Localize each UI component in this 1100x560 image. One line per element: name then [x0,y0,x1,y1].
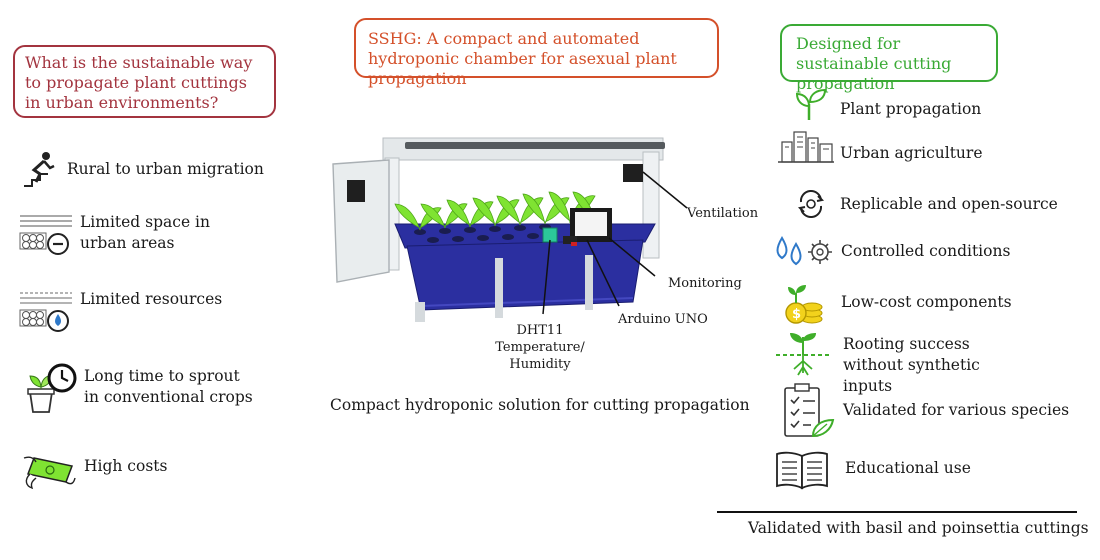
fan-right [623,164,643,182]
hydroponic-chamber-illustration [332,137,688,322]
checklist-icon [784,383,835,438]
city-icon [778,131,834,163]
label-monitoring: Monitoring [668,276,742,291]
dht11-sensor [542,227,558,243]
benefit-open-source: Replicable and open-source [840,195,1058,213]
tank-leg-far [585,255,593,310]
challenge-resources: Limited resources [80,290,223,308]
drops-gear-icon [776,236,832,266]
title-text: SSHG: A compact and automated hydroponic… [368,29,677,88]
label-dht11-line2: Temperature/ Humidity [495,340,585,372]
label-dht11: DHT11 Temperature/ Humidity [470,322,610,373]
challenge-migration: Rural to urban migration [67,160,264,178]
challenge-costs: High costs [84,457,168,475]
monitoring-screen [575,212,607,236]
limited-space-icon [19,215,72,255]
money-wings-icon [23,456,76,490]
coins-plant-icon: $ [785,285,823,324]
roots-icon [776,333,830,376]
challenge-sprout-label: Long time to sprout in conventional crop… [84,367,253,406]
light-bar [405,142,665,149]
challenge-space-label: Limited space in urban areas [80,213,210,252]
challenge-space: Limited space in urban areas [80,212,250,254]
designed-text: Designed for sustainable cutting propaga… [796,34,952,93]
net-cups [414,224,551,243]
title-box: SSHG: A compact and automated hydroponic… [354,18,719,88]
tank-leg-left [415,302,425,322]
benefit-urban: Urban agriculture [840,144,983,162]
sprout-clock-icon [27,363,77,413]
label-dht11-line1: DHT11 [516,323,564,338]
tank-leg-right [495,258,503,318]
label-arduino: Arduino UNO [618,312,708,327]
recycle-gear-icon [797,190,825,218]
fan-left [347,180,365,202]
footer-divider [717,511,1077,513]
challenge-sprout: Long time to sprout in conventional crop… [84,366,259,408]
benefit-low-cost: Low-cost components [841,293,1012,311]
benefit-educational: Educational use [845,459,971,477]
limited-resources-icon [19,292,72,332]
svg-text:$: $ [792,307,801,322]
device-caption: Compact hydroponic solution for cutting … [330,396,750,414]
question-text: What is the sustainable way to propagate… [25,53,253,112]
chamber-door [332,159,390,283]
benefit-rooting-label: Rooting success without synthetic inputs [843,335,980,395]
benefit-controlled: Controlled conditions [841,242,1011,260]
plant-cuttings [394,191,596,231]
benefit-validated: Validated for various species [843,401,1070,419]
person-climbing-icon [24,152,55,187]
designed-box: Designed for sustainable cutting propaga… [780,24,998,93]
benefit-propagation: Plant propagation [840,100,982,118]
footer-text: Validated with basil and poinsettia cutt… [748,519,1089,537]
benefit-rooting: Rooting success without synthetic inputs [843,334,1033,397]
plant-icon [795,88,827,120]
book-icon [776,451,828,490]
question-box: What is the sustainable way to propagate… [13,45,276,118]
label-ventilation: Ventilation [687,206,759,221]
